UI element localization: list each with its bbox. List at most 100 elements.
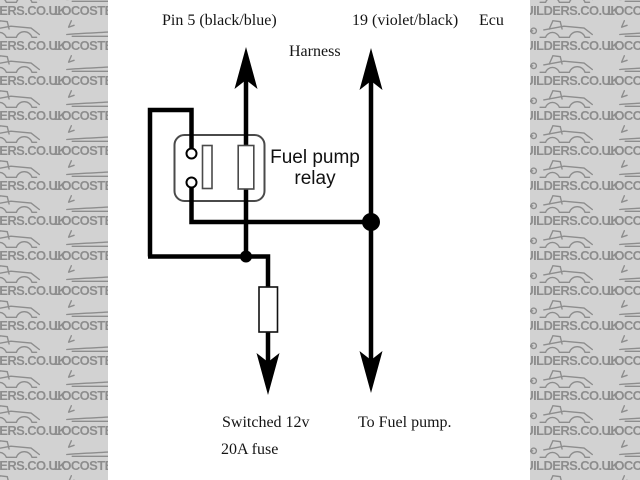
watermark-tile: LOCOSTBUILDERS.CO.UK	[607, 368, 640, 403]
watermark-tile: LOCOSTBUILDERS.CO.UK	[607, 228, 640, 263]
watermark-tile: LOCOSTBUILDERS.CO.UK	[54, 333, 108, 368]
locost-car-icon	[530, 55, 594, 73]
watermark-row: LOCOSTBUILDERS.CO.UKLOCOSTBUILDERS.CO.UK	[530, 263, 640, 298]
watermark-text: LOCOSTBUILDERS.CO.UK	[607, 73, 640, 88]
locost-car-icon	[530, 125, 594, 143]
watermark-tile: LOCOSTBUILDERS.CO.UK	[0, 403, 67, 438]
watermark-text: LOCOSTBUILDERS.CO.UK	[607, 283, 640, 298]
locost-car-icon	[0, 475, 9, 480]
wiring-diagram-svg	[147, 47, 383, 395]
watermark-tile: LOCOSTBUILDERS.CO.UK	[54, 123, 108, 158]
watermark-row: LOCOSTBUILDERS.CO.UKLOCOSTBUILDERS.CO.UK	[530, 18, 640, 53]
locost-car-icon	[0, 195, 41, 213]
watermark-tile: LOCOSTBUILDERS.CO.UK	[54, 158, 108, 193]
watermark-row: LOCOSTBUILDERS.CO.UKLOCOSTBUILDERS.CO.UK	[530, 88, 640, 123]
watermark-text: LOCOSTBUILDERS.CO.UK	[54, 458, 108, 473]
watermark-text: LOCOSTBUILDERS.CO.UK	[530, 458, 620, 473]
watermark-text: LOCOSTBUILDERS.CO.UK	[0, 3, 67, 18]
watermark-text: LOCOSTBUILDERS.CO.UK	[54, 3, 108, 18]
watermark-tile: LOCOSTBUILDERS.CO.UK	[530, 368, 620, 403]
diagram-canvas	[108, 0, 530, 480]
watermark-text: LOCOSTBUILDERS.CO.UK	[530, 3, 620, 18]
watermark-row: LOCOSTBUILDERS.CO.UKLOCOSTBUILDERS.CO.UK	[0, 403, 108, 438]
watermark-text: LOCOSTBUILDERS.CO.UK	[0, 38, 67, 53]
locost-car-icon	[530, 265, 594, 283]
watermark-tile: LOCOSTBUILDERS.CO.UK	[0, 228, 67, 263]
locost-car-icon	[619, 405, 640, 423]
switched-12v-label: Switched 12v	[222, 414, 310, 431]
watermark-tile: LOCOSTBUILDERS.CO.UK	[0, 193, 67, 228]
watermark-text: LOCOSTBUILDERS.CO.UK	[607, 458, 640, 473]
locost-car-icon	[530, 160, 594, 178]
watermark-text: LOCOSTBUILDERS.CO.UK	[0, 178, 67, 193]
watermark-text: LOCOSTBUILDERS.CO.UK	[607, 3, 640, 18]
watermark-row: LOCOSTBUILDERS.CO.UKLOCOSTBUILDERS.CO.UK	[530, 438, 640, 473]
watermark-row: LOCOSTBUILDERS.CO.UKLOCOSTBUILDERS.CO.UK	[530, 123, 640, 158]
locost-car-icon	[66, 195, 108, 213]
watermark-tile: LOCOSTBUILDERS.CO.UK	[530, 228, 620, 263]
watermark-row: LOCOSTBUILDERS.CO.UKLOCOSTBUILDERS.CO.UK	[0, 193, 108, 228]
watermark-tile: LOCOSTBUILDERS.CO.UK	[0, 88, 67, 123]
watermark-tile: LOCOSTBUILDERS.CO.UK	[607, 18, 640, 53]
watermark-tile: LOCOSTBUILDERS.CO.UK	[607, 473, 640, 480]
watermark-text: LOCOSTBUILDERS.CO.UK	[530, 143, 620, 158]
watermark-row: LOCOSTBUILDERS.CO.UKLOCOSTBUILDERS.CO.UK	[0, 18, 108, 53]
watermark-row: LOCOSTBUILDERS.CO.UKLOCOSTBUILDERS.CO.UK	[0, 53, 108, 88]
locost-car-icon	[619, 90, 640, 108]
watermark-text: LOCOSTBUILDERS.CO.UK	[530, 423, 620, 438]
watermark-text: LOCOSTBUILDERS.CO.UK	[607, 248, 640, 263]
watermark-tile: LOCOSTBUILDERS.CO.UK	[530, 53, 620, 88]
watermark-tile: LOCOSTBUILDERS.CO.UK	[607, 0, 640, 18]
watermark-text: LOCOSTBUILDERS.CO.UK	[0, 248, 67, 263]
locost-car-icon	[539, 0, 593, 3]
watermark-text: LOCOSTBUILDERS.CO.UK	[530, 38, 620, 53]
watermark-text: LOCOSTBUILDERS.CO.UK	[0, 213, 67, 228]
locost-car-icon	[619, 265, 640, 283]
locost-car-icon	[66, 160, 108, 178]
watermark-text: LOCOSTBUILDERS.CO.UK	[54, 318, 108, 333]
watermark-tile: LOCOSTBUILDERS.CO.UK	[54, 228, 108, 263]
locost-car-icon	[530, 20, 594, 38]
watermark-text: LOCOSTBUILDERS.CO.UK	[607, 178, 640, 193]
locost-car-icon	[619, 335, 640, 353]
locost-car-icon	[66, 55, 108, 73]
harness-label: Harness	[289, 43, 341, 60]
watermark-text: LOCOSTBUILDERS.CO.UK	[0, 318, 67, 333]
watermark-tile: LOCOSTBUILDERS.CO.UK	[530, 263, 620, 298]
watermark-tile: LOCOSTBUILDERS.CO.UK	[530, 333, 620, 368]
watermark-row: LOCOSTBUILDERS.CO.UKLOCOSTBUILDERS.CO.UK	[0, 438, 108, 473]
pin19-label: 19 (violet/black)	[352, 12, 459, 29]
watermark-text: LOCOSTBUILDERS.CO.UK	[607, 388, 640, 403]
locost-car-icon	[66, 300, 108, 318]
locost-car-icon	[0, 230, 41, 248]
locost-car-icon	[0, 160, 41, 178]
watermark-tile: LOCOSTBUILDERS.CO.UK	[530, 0, 620, 18]
watermark-row: LOCOSTBUILDERS.CO.UKLOCOSTBUILDERS.CO.UK	[530, 298, 640, 333]
wire-pin2-to-pump	[189, 184, 371, 225]
watermark-text: LOCOSTBUILDERS.CO.UK	[607, 38, 640, 53]
locost-car-icon	[0, 265, 41, 283]
watermark-tile: LOCOSTBUILDERS.CO.UK	[607, 123, 640, 158]
locost-car-icon	[530, 370, 594, 388]
watermark-tile: LOCOSTBUILDERS.CO.UK	[54, 18, 108, 53]
watermark-tile: LOCOSTBUILDERS.CO.UK	[0, 368, 67, 403]
watermark-tile: LOCOSTBUILDERS.CO.UK	[54, 263, 108, 298]
fuse-rating-label: 20A fuse	[221, 441, 279, 458]
locost-car-icon	[0, 300, 41, 318]
watermark-text: LOCOSTBUILDERS.CO.UK	[607, 423, 640, 438]
watermark-row: LOCOSTBUILDERS.CO.UKLOCOSTBUILDERS.CO.UK	[0, 368, 108, 403]
watermark-text: LOCOSTBUILDERS.CO.UK	[530, 178, 620, 193]
watermark-text: LOCOSTBUILDERS.CO.UK	[530, 353, 620, 368]
watermark-tile: LOCOSTBUILDERS.CO.UK	[530, 18, 620, 53]
locost-car-icon	[619, 230, 640, 248]
locost-car-icon	[66, 90, 108, 108]
watermark-row: LOCOSTBUILDERS.CO.UKLOCOSTBUILDERS.CO.UK	[0, 333, 108, 368]
watermark-tile: LOCOSTBUILDERS.CO.UK	[607, 193, 640, 228]
watermark-text: LOCOSTBUILDERS.CO.UK	[0, 108, 67, 123]
watermark-tile: LOCOSTBUILDERS.CO.UK	[54, 0, 108, 18]
arrowhead-up-pin5	[234, 47, 258, 89]
watermark-text: LOCOSTBUILDERS.CO.UK	[54, 213, 108, 228]
watermark-tile: LOCOSTBUILDERS.CO.UK	[54, 473, 108, 480]
watermark-tile: LOCOSTBUILDERS.CO.UK	[530, 403, 620, 438]
watermark-tile: LOCOSTBUILDERS.CO.UK	[0, 473, 54, 480]
